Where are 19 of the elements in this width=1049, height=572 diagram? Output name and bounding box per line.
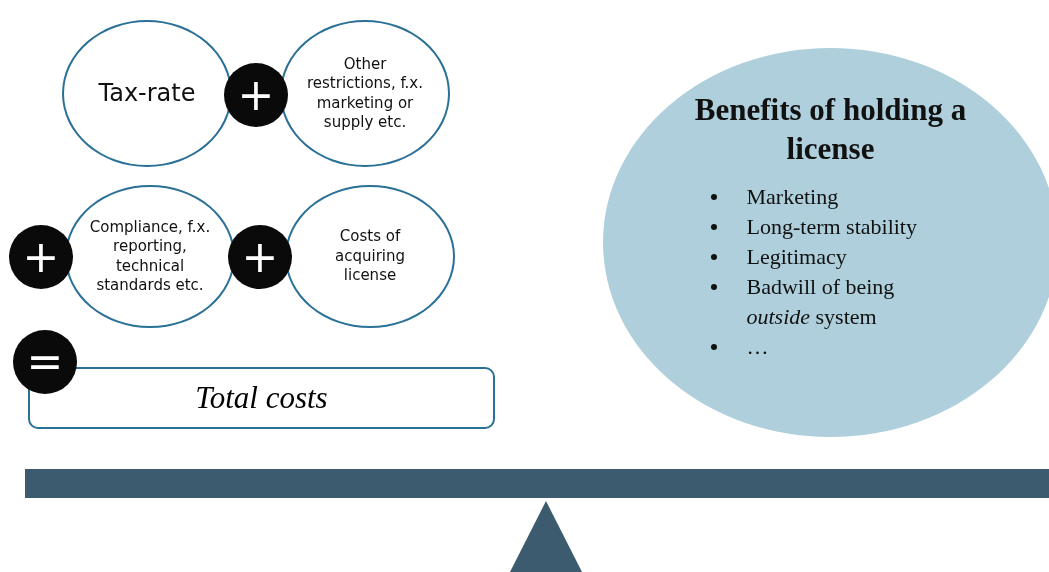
benefit-item: Marketing bbox=[746, 183, 839, 211]
cost-text: Compliance, f.x. reporting, technical standards etc. bbox=[88, 217, 212, 296]
cost-text: Tax-rate bbox=[97, 77, 197, 109]
total-costs-text: Total costs bbox=[195, 380, 328, 416]
operator-badge bbox=[228, 225, 292, 289]
plus-sign: + bbox=[237, 73, 275, 117]
equals-sign: = bbox=[26, 340, 64, 384]
benefit-item: Badwill of being outside system bbox=[746, 273, 896, 331]
cost-text: Other restrictions, f.x. marketing or supply etc. bbox=[306, 54, 424, 133]
benefit-item: … bbox=[746, 333, 769, 361]
benefit-item: Legitimacy bbox=[746, 243, 847, 271]
benefit-item: Long-term stability bbox=[746, 213, 917, 241]
plus-sign: + bbox=[241, 235, 279, 279]
operator-badge bbox=[224, 63, 288, 127]
cost-text: Costs of acquiring license bbox=[334, 227, 406, 286]
total-costs-box bbox=[28, 367, 495, 429]
benefits-heading: Benefits of holding a license bbox=[693, 91, 968, 168]
plus-sign: + bbox=[22, 235, 60, 279]
operator-badge bbox=[9, 225, 73, 289]
